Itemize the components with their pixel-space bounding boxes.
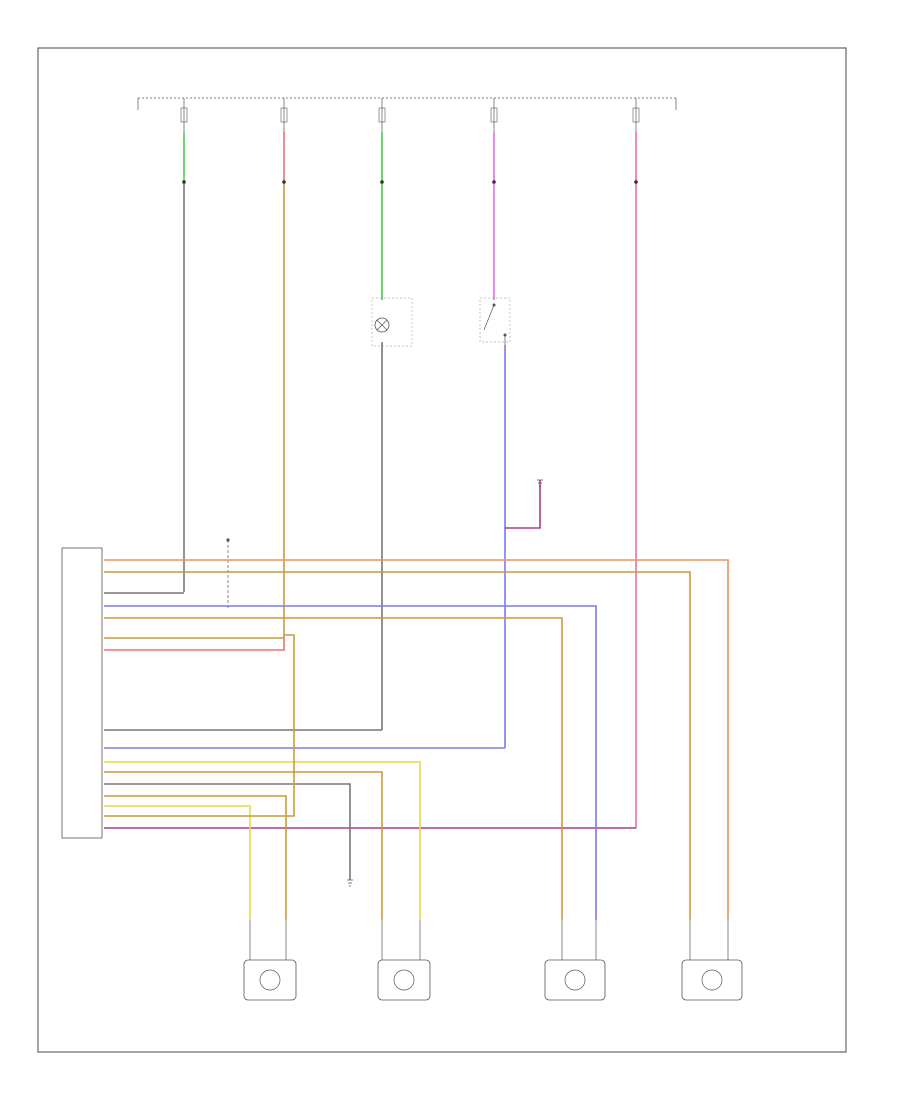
stoplight-switch bbox=[479, 297, 511, 345]
diagram-border bbox=[37, 47, 847, 1053]
abs-ground bbox=[505, 479, 543, 529]
wheel-speed-sensor-rl bbox=[377, 959, 431, 1001]
abs-unit-body bbox=[61, 547, 103, 839]
pump-motor-ground bbox=[347, 879, 353, 887]
fuse-symbol bbox=[632, 107, 640, 123]
wire-fuse3 bbox=[104, 132, 384, 731]
sensor-body bbox=[681, 959, 743, 1001]
fuse-4 bbox=[490, 98, 498, 132]
data-link-connector bbox=[226, 538, 230, 608]
fuse-symbol bbox=[180, 107, 188, 123]
sensor-body bbox=[243, 959, 297, 1001]
wire-fuse4 bbox=[104, 132, 506, 749]
wheel-speed-sensor-fr bbox=[544, 959, 606, 1001]
wheel-speed-sensor-rr bbox=[243, 959, 297, 1001]
brake-warning-lamp bbox=[371, 297, 413, 347]
harness-wires bbox=[104, 559, 729, 920]
abs-control-unit bbox=[61, 547, 103, 839]
fuse-symbol bbox=[490, 107, 498, 123]
sensor-leads bbox=[249, 920, 729, 960]
fuse-3 bbox=[378, 98, 386, 132]
switch-contact bbox=[483, 304, 495, 331]
sensor-body bbox=[377, 959, 431, 1001]
sensor-body bbox=[544, 959, 606, 1001]
fuse-5 bbox=[632, 98, 640, 132]
wheel-speed-sensor-fl bbox=[681, 959, 743, 1001]
fuse-1 bbox=[180, 98, 188, 132]
wire-fuse1 bbox=[104, 132, 186, 594]
fuse-box bbox=[137, 97, 677, 110]
wire-fuse2 bbox=[104, 132, 295, 680]
lamp-icon bbox=[374, 317, 390, 333]
wire-fuse5 bbox=[104, 132, 638, 829]
fuse-symbol bbox=[280, 107, 288, 123]
fuse-2 bbox=[280, 98, 288, 132]
fuse-symbol bbox=[378, 107, 386, 123]
